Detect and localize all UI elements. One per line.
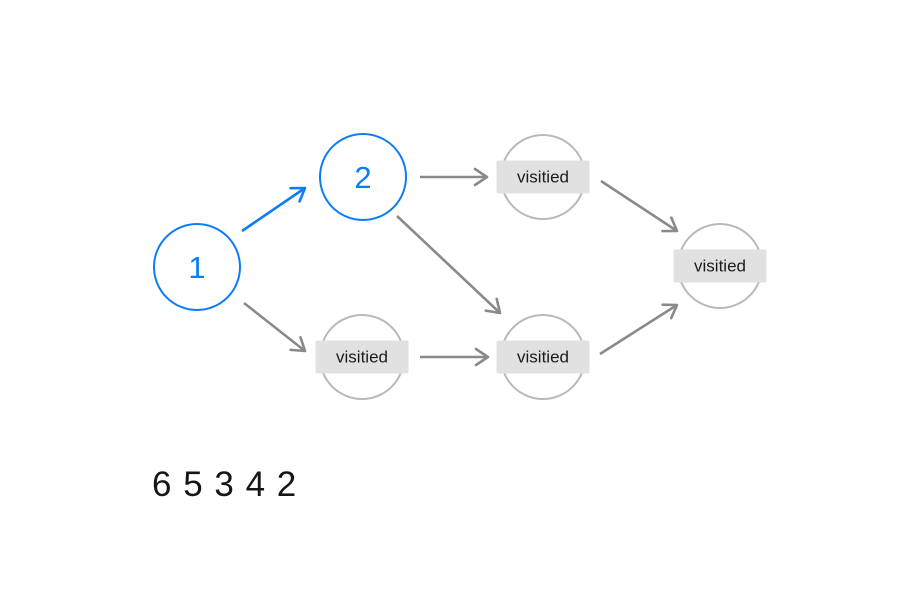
- edge-1-to-2: [241, 186, 307, 233]
- edge-2-to-bottom-middle: [396, 215, 502, 315]
- node-visited-right: visitied: [673, 223, 767, 309]
- node-1-label: 1: [188, 249, 206, 285]
- node-2: 2: [319, 133, 407, 221]
- visited-label: visitied: [496, 160, 590, 194]
- edge-1-to-bottom-left: [243, 301, 307, 353]
- node-2-label: 2: [354, 159, 372, 195]
- visit-order-text: 6 5 3 4 2: [152, 465, 298, 504]
- visited-label: visitied: [496, 340, 590, 374]
- edge-top-to-right: [600, 179, 679, 233]
- node-visited-bottom-left: visitied: [315, 314, 409, 400]
- edge-bottom-middle-to-right: [599, 303, 679, 356]
- visited-label: visitied: [315, 340, 409, 374]
- node-visited-top: visitied: [496, 134, 590, 220]
- node-1: 1: [153, 223, 241, 311]
- visited-label: visitied: [673, 249, 767, 283]
- node-visited-bottom-middle: visitied: [496, 314, 590, 400]
